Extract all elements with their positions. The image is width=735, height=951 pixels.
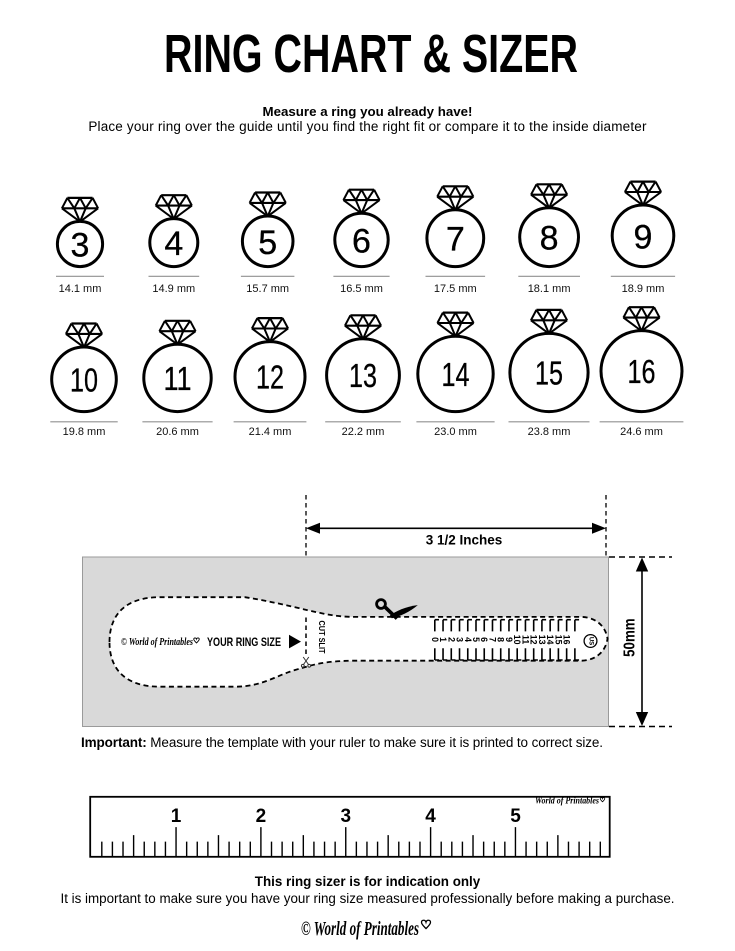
svg-text:16: 16 (562, 635, 572, 645)
svg-text:3: 3 (341, 806, 352, 827)
svg-text:15: 15 (553, 635, 563, 645)
svg-text:11: 11 (520, 635, 530, 644)
svg-text:World of Printables: World of Printables (535, 796, 599, 806)
svg-text:14.9 mm: 14.9 mm (152, 283, 195, 295)
svg-text:18.9 mm: 18.9 mm (622, 283, 665, 295)
svg-text:3 1/2 Inches: 3 1/2 Inches (426, 533, 503, 548)
svg-text:14: 14 (545, 635, 555, 645)
svg-text:13: 13 (537, 635, 547, 645)
svg-text:0: 0 (430, 637, 440, 642)
svg-text:9: 9 (634, 218, 653, 256)
svg-text:YOUR RING SIZE: YOUR RING SIZE (207, 637, 281, 649)
svg-text:8: 8 (496, 637, 506, 642)
svg-text:19.8 mm: 19.8 mm (63, 426, 106, 438)
svg-text:6: 6 (352, 222, 371, 260)
svg-text:50mm: 50mm (622, 618, 639, 657)
svg-text:10: 10 (70, 362, 98, 399)
svg-text:5: 5 (510, 806, 521, 827)
svg-text:4: 4 (425, 806, 436, 827)
svg-text:5: 5 (258, 224, 277, 262)
svg-text:3: 3 (455, 637, 465, 642)
svg-text:23.8 mm: 23.8 mm (528, 426, 571, 438)
svg-text:© World of Printables: © World of Printables (301, 919, 419, 940)
svg-text:8: 8 (540, 220, 559, 258)
svg-text:CUT SLIT: CUT SLIT (317, 621, 326, 654)
svg-text:16.5 mm: 16.5 mm (340, 283, 383, 295)
svg-text:7: 7 (446, 221, 465, 259)
svg-text:9: 9 (504, 637, 514, 642)
svg-text:11: 11 (164, 361, 192, 398)
svg-text:2: 2 (256, 806, 267, 827)
svg-text:21.4 mm: 21.4 mm (249, 426, 292, 438)
svg-text:17.5 mm: 17.5 mm (434, 283, 477, 295)
svg-text:24.6 mm: 24.6 mm (620, 426, 663, 438)
svg-text:2: 2 (446, 637, 456, 642)
svg-text:14: 14 (442, 357, 470, 394)
svg-text:7: 7 (487, 637, 497, 642)
svg-text:© World of Printables: © World of Printables (121, 637, 193, 648)
svg-text:4: 4 (164, 225, 183, 263)
svg-text:18.1 mm: 18.1 mm (528, 283, 571, 295)
svg-text:4: 4 (463, 637, 473, 642)
svg-text:12: 12 (256, 360, 284, 397)
svg-text:10: 10 (512, 635, 522, 645)
svg-text:3: 3 (71, 227, 90, 265)
svg-text:14.1 mm: 14.1 mm (59, 283, 102, 295)
svg-text:5: 5 (471, 637, 481, 642)
svg-text:1: 1 (438, 637, 448, 642)
svg-text:16: 16 (628, 354, 656, 391)
svg-text:13: 13 (349, 358, 377, 395)
svg-text:15.7 mm: 15.7 mm (246, 283, 289, 295)
svg-text:22.2 mm: 22.2 mm (342, 426, 385, 438)
svg-text:15: 15 (535, 356, 563, 393)
svg-text:12: 12 (529, 635, 539, 645)
svg-text:6: 6 (479, 637, 489, 642)
svg-text:US: US (588, 637, 594, 645)
svg-text:20.6 mm: 20.6 mm (156, 426, 199, 438)
svg-text:1: 1 (171, 806, 182, 827)
svg-text:23.0 mm: 23.0 mm (434, 426, 477, 438)
